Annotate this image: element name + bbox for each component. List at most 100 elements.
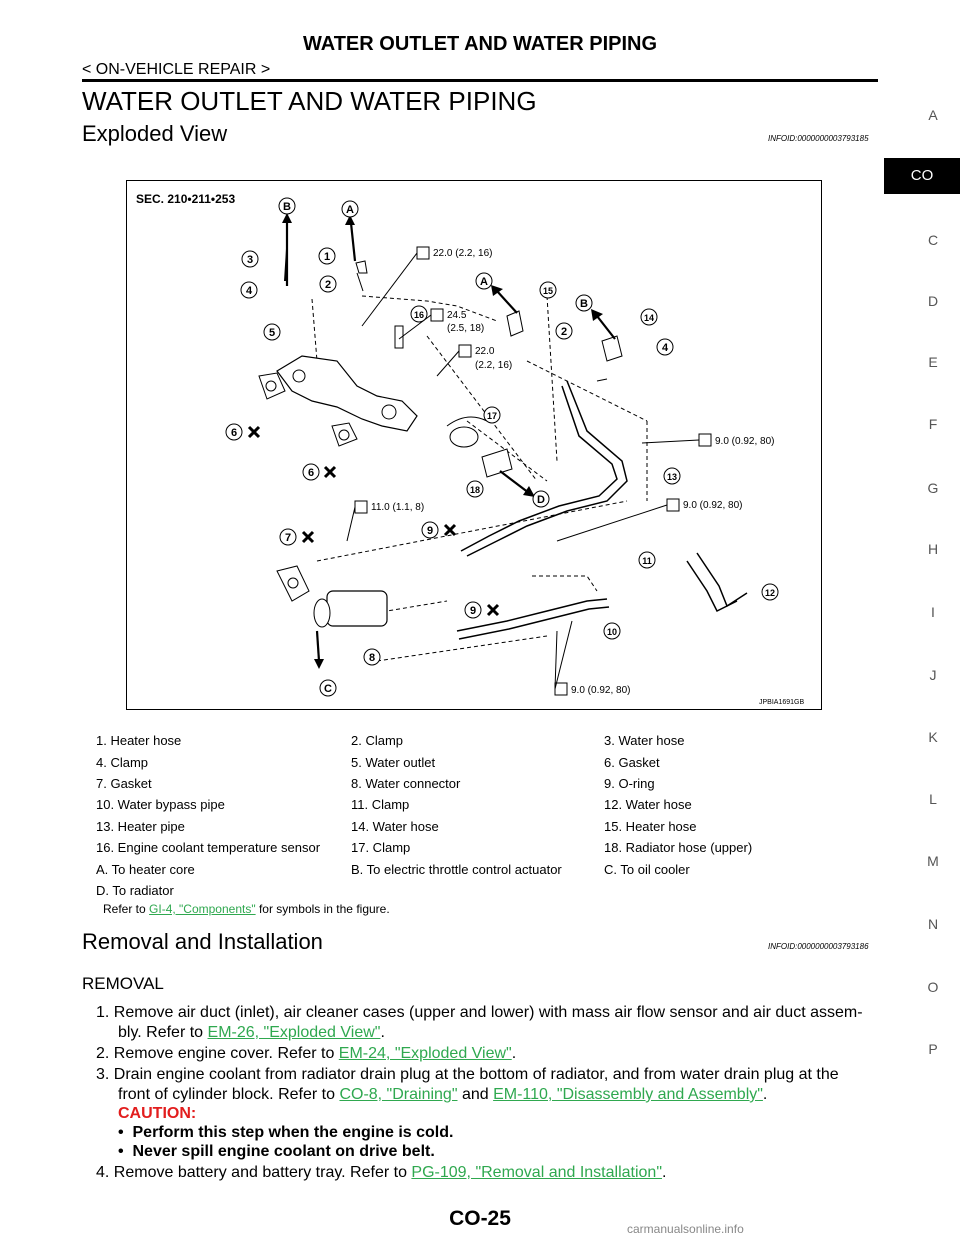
link-co-8[interactable]: CO-8, "Draining"	[339, 1086, 458, 1103]
torque-label-6: 11.0 (1.1, 8)	[371, 502, 424, 513]
svg-text:15: 15	[543, 286, 553, 296]
legend-item: 11. Clamp	[351, 797, 410, 813]
svg-text:8: 8	[369, 652, 375, 664]
svg-text:B: B	[580, 298, 588, 310]
callout-4-right: 4	[656, 338, 674, 356]
legend-row: 16. Engine coolant temperature sensor 17…	[96, 837, 804, 858]
link-em-26[interactable]: EM-26, "Exploded View"	[207, 1024, 381, 1041]
side-index-p[interactable]: P	[928, 1041, 938, 1057]
svg-text:6: 6	[231, 427, 237, 439]
callout-C: C	[319, 679, 337, 697]
side-index-h[interactable]: H	[927, 541, 939, 557]
step-2: 2. Remove engine cover. Refer to EM-24, …	[96, 1045, 517, 1062]
link-pg-109[interactable]: PG-109, "Removal and Installation"	[411, 1164, 663, 1181]
svg-text:11: 11	[642, 556, 652, 566]
svg-text:2: 2	[325, 279, 331, 291]
figure-sec-label: SEC. 210•211•253	[136, 192, 235, 206]
torque-label-4: 9.0 (0.92, 80)	[715, 436, 774, 447]
side-index-k[interactable]: K	[928, 729, 938, 745]
legend-item: 16. Engine coolant temperature sensor	[96, 840, 321, 856]
svg-text:4: 4	[246, 285, 253, 297]
removal-heading: REMOVAL	[82, 974, 164, 993]
svg-text:A: A	[480, 276, 488, 288]
caution-item: • Perform this step when the engine is c…	[118, 1124, 454, 1141]
side-index-o[interactable]: O	[927, 979, 939, 995]
svg-text:D: D	[537, 494, 545, 506]
legend-item: 7. Gasket	[96, 775, 152, 791]
side-index-j[interactable]: J	[929, 667, 937, 683]
svg-text:C: C	[324, 683, 332, 695]
side-index-c[interactable]: C	[927, 232, 939, 248]
svg-text:5: 5	[269, 327, 275, 339]
header-subtitle: < ON-VEHICLE REPAIR >	[82, 61, 271, 78]
section-heading-removal: Removal and Installation	[82, 929, 323, 954]
svg-text:7: 7	[285, 532, 291, 544]
header-divider	[82, 79, 878, 82]
legend-item: 15. Heater hose	[604, 818, 697, 834]
callout-18: 18	[466, 480, 484, 498]
legend-item: 17. Clamp	[351, 840, 411, 856]
callout-1: 1	[318, 247, 336, 265]
caution-item: • Never spill engine coolant on drive be…	[118, 1143, 435, 1160]
torque-label-3a: 22.0	[475, 346, 495, 357]
svg-text:3: 3	[247, 254, 253, 266]
callout-B-mid: B	[575, 294, 593, 312]
callout-9-top: 9	[421, 521, 439, 539]
legend-item: 18. Radiator hose (upper)	[604, 840, 753, 856]
link-em-110[interactable]: EM-110, "Disassembly and Assembly"	[493, 1086, 763, 1103]
torque-label-7: 9.0 (0.92, 80)	[571, 685, 630, 696]
svg-text:1: 1	[324, 251, 330, 263]
legend-note: Refer to GI-4, "Components" for symbols …	[103, 902, 390, 916]
side-index-a[interactable]: A	[928, 107, 938, 123]
svg-text:A: A	[346, 204, 354, 216]
header-title: WATER OUTLET AND WATER PIPING	[302, 33, 658, 55]
side-index-e[interactable]: E	[928, 354, 938, 370]
legend-item	[604, 880, 804, 901]
callout-2-left: 2	[319, 275, 337, 293]
svg-text:10: 10	[607, 627, 617, 637]
legend-item: 3. Water hose	[604, 733, 685, 749]
callout-17: 17	[483, 406, 501, 424]
legend-item: 8. Water connector	[351, 775, 461, 791]
side-index-g[interactable]: G	[927, 480, 939, 496]
legend-item: B. To electric throttle control actuator	[351, 861, 562, 877]
legend-item: 12. Water hose	[604, 797, 692, 813]
page-number: CO-25	[449, 1207, 511, 1230]
side-index-l[interactable]: L	[929, 791, 937, 807]
side-index-d[interactable]: D	[927, 293, 939, 309]
side-index-f[interactable]: F	[928, 416, 938, 432]
legend-item: 1. Heater hose	[96, 733, 182, 749]
infoid-removal: INFOID:0000000003793186	[768, 942, 869, 951]
callout-8: 8	[363, 648, 381, 666]
callout-15: 15	[539, 281, 557, 299]
side-index-co[interactable]: CO	[884, 158, 960, 194]
legend-item: D. To radiator	[96, 882, 174, 898]
legend-item: 4. Clamp	[96, 754, 149, 770]
callout-A-mid: A	[475, 272, 493, 290]
svg-text:6: 6	[308, 467, 314, 479]
svg-text:4: 4	[662, 342, 669, 354]
legend-row: D. To radiator	[96, 880, 804, 901]
callout-4-left: 4	[240, 281, 258, 299]
link-gi-4[interactable]: GI-4, "Components"	[149, 902, 256, 916]
side-index-i[interactable]: I	[931, 604, 935, 620]
link-em-24[interactable]: EM-24, "Exploded View"	[338, 1045, 512, 1062]
legend-row: A. To heater core B. To electric throttl…	[96, 858, 804, 879]
torque-label-1: 22.0 (2.2, 16)	[433, 248, 492, 259]
legend-row: 1. Heater hose 2. Clamp 3. Water hose	[96, 730, 804, 751]
step-1-line-1: 1. Remove air duct (inlet), air cleaner …	[96, 1004, 863, 1021]
callout-6-top: 6	[225, 423, 243, 441]
exploded-view-figure: SEC. 210•211•253 JPBIA1691GB	[126, 180, 822, 710]
svg-text:17: 17	[487, 411, 497, 421]
legend-item: 2. Clamp	[351, 733, 404, 749]
callout-B-top: B	[278, 197, 296, 215]
side-index-n[interactable]: N	[927, 916, 939, 932]
callout-14: 14	[640, 308, 658, 326]
page-title: WATER OUTLET AND WATER PIPING	[82, 86, 537, 116]
legend-row: 10. Water bypass pipe 11. Clamp 12. Wate…	[96, 794, 804, 815]
legend-item: 10. Water bypass pipe	[96, 797, 225, 813]
watermark: carmanualsonline.info	[627, 1222, 744, 1236]
callout-9-lower: 9	[464, 601, 482, 619]
side-index-m[interactable]: M	[927, 853, 939, 869]
torque-label-3b: (2.2, 16)	[475, 360, 512, 371]
